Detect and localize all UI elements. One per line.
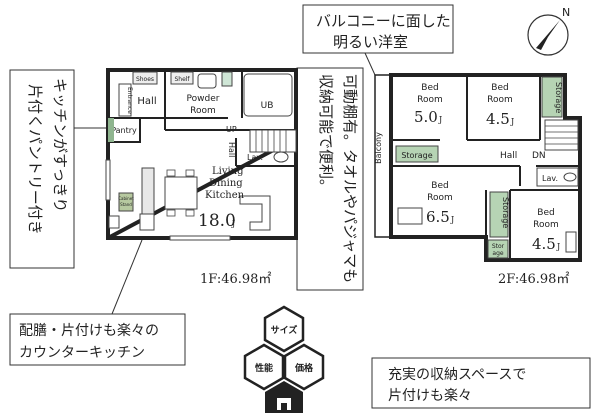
room-shoes-label: Shoes — [136, 76, 154, 83]
compass-arrow-icon — [536, 20, 560, 50]
room-balcony-label: Balcony — [374, 132, 383, 164]
dining-table-icon — [164, 169, 198, 217]
bed2-line1: Bed — [491, 83, 508, 93]
callout-counter-kitchen: 配膳・片付けも楽々の カウンターキッチン — [9, 239, 186, 366]
compass-north-label: N — [562, 6, 570, 19]
room-ub-label: UB — [261, 101, 274, 111]
room-ldk-line1: Living — [212, 166, 244, 177]
stove-icon — [139, 213, 155, 231]
bed1-size: 5.0 — [414, 108, 438, 126]
bed3-size: 6.5 — [426, 208, 450, 226]
room-entrance-label: Entrance — [126, 87, 133, 114]
bed4-unit: J — [556, 242, 560, 251]
badge-size: サイズ — [263, 305, 305, 353]
storage-left-label: Storage — [401, 151, 432, 160]
callout-movable-shelf: 可動棚有。タオルやパジャマも 収納可能で便利。 — [296, 67, 364, 291]
callout-storage-line1: 充実の収納スペースで — [388, 367, 526, 383]
toilet-icon — [273, 151, 289, 163]
fridge-icon — [108, 215, 120, 229]
storage-small-line1: Stor — [492, 243, 505, 250]
badge-price: 価格 — [283, 343, 325, 391]
room-lav-2f-label: Lav. — [542, 174, 558, 183]
floor-plan-1f: Shoes Shelf Entrance Hall Powder Room UB… — [105, 68, 298, 241]
cabinet-stand-line2: Stand — [120, 202, 132, 207]
bathtub-icon — [243, 73, 293, 117]
room-powder-line2: Room — [190, 106, 216, 116]
storage-small-line2: age — [492, 250, 503, 257]
bed3-line1: Bed — [431, 181, 448, 191]
callout-kitchen-line2: 片付くパントリー付き — [26, 84, 44, 235]
washbasin-icon — [197, 73, 217, 89]
badge-performance-label: 性能 — [255, 362, 273, 374]
floor-plan-2f: Balcony Bed Room 5.0 J Bed Room 4.5 J St… — [374, 73, 582, 262]
badge-performance: 性能 — [243, 343, 285, 391]
bed4-line1: Bed — [537, 208, 554, 218]
desk-icon — [397, 207, 423, 225]
callout-shelf-line1: 可動棚有。タオルやパジャマも — [341, 74, 359, 283]
room-powder-line1: Powder — [187, 94, 220, 104]
floor2-area-label: 2F:46.98㎡ — [498, 272, 569, 287]
bed3-line2: Room — [427, 193, 453, 203]
room-hall-label: Hall — [137, 96, 156, 107]
room-ldk-line2: Dining — [209, 178, 243, 189]
house-icon — [265, 381, 303, 413]
room-ldk-size: 18.0 — [198, 211, 236, 231]
compass: N — [527, 6, 570, 56]
badge-size-label: サイズ — [271, 324, 298, 336]
bed1-unit: J — [438, 115, 442, 124]
closet-icon — [565, 231, 577, 253]
room-ldk-unit: J — [231, 219, 235, 228]
bed2-size: 4.5 — [486, 110, 510, 128]
bed4-line2: Room — [533, 220, 559, 230]
bed2-line2: Room — [487, 95, 513, 105]
room-ldk-line3: Kitchen — [205, 190, 245, 201]
bed1-line2: Room — [417, 95, 443, 105]
callout-kitchen-line1: キッチンがすっきり — [51, 78, 69, 212]
callout-shelf-line2: 収納可能で便利。 — [317, 74, 335, 194]
bed2-unit: J — [510, 117, 514, 126]
bed4-size: 4.5 — [532, 235, 556, 253]
floor1-area-label: 1F:46.98㎡ — [200, 272, 271, 287]
room-dn-label: DN — [532, 151, 546, 161]
storage-mid-label: Storage — [501, 197, 510, 228]
room-hall-2f-label: Hall — [500, 151, 517, 161]
callout-counter-line2: カウンターキッチン — [19, 345, 145, 361]
callout-counter-line1: 配膳・片付けも楽々の — [19, 323, 159, 339]
callout-balcony-room-line1: バルコニーに面した — [316, 12, 451, 30]
stairs-2f-icon — [544, 119, 579, 151]
bed1-line1: Bed — [421, 83, 438, 93]
room-pantry-label: Pantry — [111, 126, 137, 135]
cabinet-stand-line1: Cabinet — [118, 196, 134, 201]
badge-price-label: 価格 — [294, 362, 314, 374]
sofa-icon — [239, 195, 271, 231]
toilet-2f-icon — [563, 172, 577, 182]
room-up-label: UP — [226, 125, 237, 134]
callout-kitchen-pantry: キッチンがすっきり 片付くパントリー付き — [9, 69, 108, 269]
stairs-icon — [249, 129, 297, 153]
bed3-unit: J — [450, 215, 454, 224]
callout-balcony-room: バルコニーに面した 明るい洋室 — [302, 4, 454, 76]
room-lav-label: Lav. — [247, 153, 263, 162]
callout-storage: 充実の収納スペースで 片付けも楽々 — [371, 357, 591, 409]
callout-storage-line2: 片付けも楽々 — [388, 388, 472, 404]
room-shelf-label: Shelf — [174, 76, 190, 83]
callout-balcony-room-line2: 明るい洋室 — [333, 33, 408, 51]
storage-top-label: Storage — [554, 82, 563, 113]
room-hall-vertical-label: Hall — [227, 142, 236, 157]
